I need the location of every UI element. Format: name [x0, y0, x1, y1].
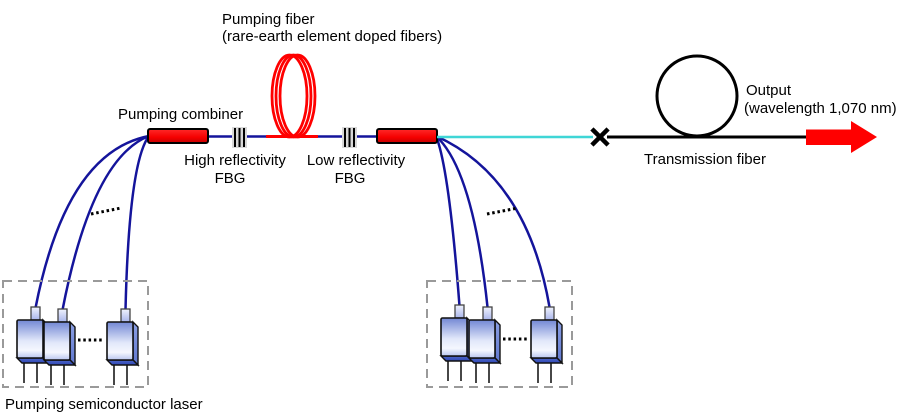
pumping-fiber-label-line1: Pumping fiber [222, 11, 315, 28]
pump-fiber-curve [61, 134, 151, 312]
left-laser-group-box [2, 280, 149, 388]
splice-stroke [590, 127, 610, 147]
left-pumping-combiner [147, 128, 209, 144]
output-label-line2: (wavelength 1,070 nm) [744, 100, 897, 117]
pump-fiber-curve [124, 134, 151, 312]
right-pump-fiber-bundle [434, 134, 551, 309]
pumping-fiber-label-line2: (rare-earth element doped fibers) [222, 28, 442, 45]
high-reflectivity-label-line2: FBG [215, 170, 246, 187]
pump-fiber-curve [434, 134, 551, 309]
high-reflectivity-fbg-icon [232, 127, 247, 148]
laser-module-unit [468, 306, 501, 384]
laser-module-unit [106, 308, 139, 386]
more-fibers-ellipsis [90, 206, 122, 216]
left-pump-fiber-bundle [34, 134, 151, 312]
pump-fiber-curve [434, 134, 489, 309]
right-laser-group-box [426, 280, 573, 388]
high-reflectivity-label-line1: High reflectivity [184, 152, 286, 169]
laser-module-unit [530, 306, 563, 384]
laser-module-unit [440, 304, 473, 382]
more-fibers-ellipsis [486, 206, 519, 216]
right-pumping-combiner [376, 128, 438, 144]
low-reflectivity-label-line1: Low reflectivity [307, 152, 406, 169]
coil-loop [278, 53, 317, 139]
output-label-line1: Output [746, 82, 792, 99]
transmission-fiber-label: Transmission fiber [644, 151, 766, 168]
laser-module-unit [43, 308, 76, 386]
output-arrow-icon [806, 121, 877, 153]
splice-x-icon [590, 127, 610, 147]
pump-fiber-curve [434, 134, 461, 308]
pumping-fiber-coil-icon [270, 53, 317, 139]
pumping-semiconductor-laser-label: Pumping semiconductor laser [5, 396, 203, 413]
pump-fiber-curve [34, 134, 151, 310]
pumping-combiner-label: Pumping combiner [118, 106, 243, 123]
low-reflectivity-fbg-icon [342, 127, 357, 148]
low-reflectivity-label-line2: FBG [335, 170, 366, 187]
output-loop-icon [655, 54, 739, 138]
